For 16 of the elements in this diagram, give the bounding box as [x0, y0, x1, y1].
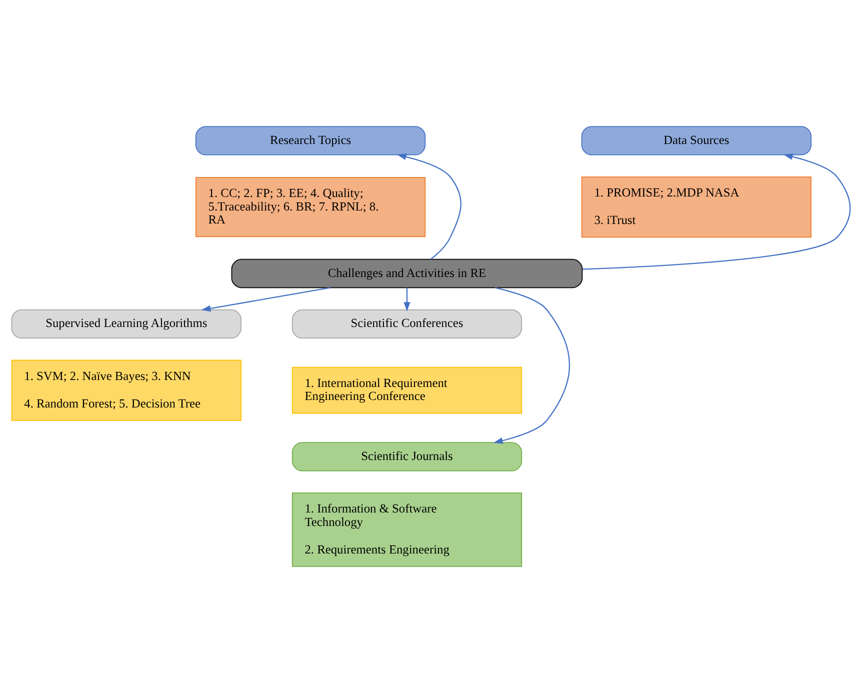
arrow	[404, 287, 410, 311]
arrow	[582, 152, 851, 270]
node-box: 1. SVM; 2. Naïve Bayes; 3. KNN 4. Random Forest; 5. Decision Tree	[11, 359, 242, 420]
node-box: 1. PROMISE; 2.MDP NASA 3. iTrust	[581, 176, 812, 238]
node-box: 1. CC; 2. FP; 3. EE; 4. Quality; 5.Traceability; 6. BR; 7. RPNL; 8. RA	[195, 176, 426, 237]
node-box: Scientific Conferences	[292, 308, 522, 338]
node-box: Supervised Learning Algorithms	[11, 308, 242, 338]
node-box: Challenges and Activities in RE	[231, 258, 583, 288]
node-box: Research Topics	[195, 126, 426, 155]
node-box: 1. International Requirement Engineering Conference	[292, 366, 522, 414]
arrow	[396, 153, 462, 260]
arrow	[493, 286, 570, 444]
arrow	[201, 286, 330, 312]
node-box: Data Sources	[581, 126, 812, 155]
node-box: Scientific Journals	[292, 442, 522, 471]
node-box: 1. Information & Software Technology 2. Requirements Engineering	[292, 492, 522, 566]
